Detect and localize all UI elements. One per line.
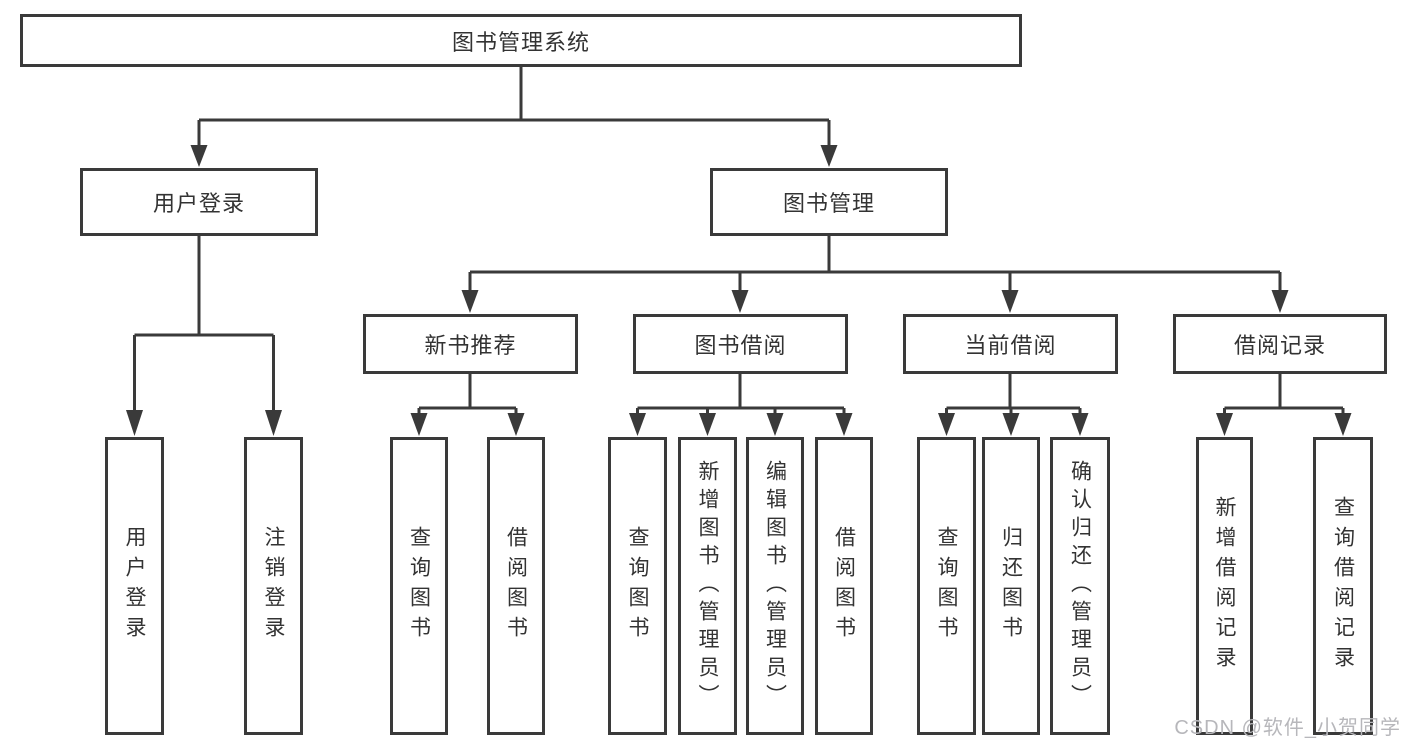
node-borrowing-records: 借阅记录 xyxy=(1173,314,1387,374)
node-label: 图书借阅 xyxy=(694,333,787,358)
leaf-label: 新增借阅记录 xyxy=(1213,496,1236,676)
node-label: 新书推荐 xyxy=(424,333,517,358)
node-label: 图书管理 xyxy=(782,191,875,216)
leaf-query-books-newbooks: 查询图书 xyxy=(390,437,448,735)
leaf-add-books-admin: 新增图书（管理员） xyxy=(678,437,737,735)
node-label: 用户登录 xyxy=(152,191,245,216)
leaf-label: 查询图书 xyxy=(407,526,431,646)
node-book-management: 图书管理 xyxy=(710,168,948,236)
node-library-management-system: 图书管理系统 xyxy=(20,14,1022,67)
leaf-label: 编辑图书（管理员） xyxy=(763,460,787,712)
leaf-user-login: 用户登录 xyxy=(105,437,164,735)
leaf-label: 借阅图书 xyxy=(832,526,856,646)
leaf-label: 查询借阅记录 xyxy=(1331,496,1355,676)
leaf-label: 注销登录 xyxy=(262,526,285,646)
leaf-label: 查询图书 xyxy=(626,526,649,646)
leaf-label: 确认归还（管理员） xyxy=(1068,460,1092,712)
node-book-borrowing: 图书借阅 xyxy=(633,314,848,374)
csdn-watermark: CSDN @软件_小贺同学 xyxy=(1174,717,1401,739)
leaf-borrow-books-borrowing: 借阅图书 xyxy=(815,437,873,735)
leaf-return-books: 归还图书 xyxy=(982,437,1040,735)
leaf-query-borrow-record: 查询借阅记录 xyxy=(1313,437,1373,735)
leaf-label: 用户登录 xyxy=(123,526,146,646)
node-user-login: 用户登录 xyxy=(80,168,318,236)
leaf-logout: 注销登录 xyxy=(244,437,303,735)
leaf-label: 归还图书 xyxy=(999,526,1023,646)
leaf-confirm-return-admin: 确认归还（管理员） xyxy=(1050,437,1110,735)
leaf-label: 新增图书（管理员） xyxy=(696,460,719,712)
leaf-query-books-borrowing: 查询图书 xyxy=(608,437,667,735)
node-new-book-recommend: 新书推荐 xyxy=(363,314,578,374)
leaf-add-borrow-record: 新增借阅记录 xyxy=(1196,437,1253,735)
node-label: 当前借阅 xyxy=(964,333,1057,358)
node-current-borrowing: 当前借阅 xyxy=(903,314,1118,374)
leaf-label: 查询图书 xyxy=(935,526,958,646)
leaf-edit-books-admin: 编辑图书（管理员） xyxy=(746,437,804,735)
node-label: 借阅记录 xyxy=(1233,333,1326,358)
leaf-label: 借阅图书 xyxy=(504,526,528,646)
leaf-borrow-books-newbooks: 借阅图书 xyxy=(487,437,545,735)
node-label: 图书管理系统 xyxy=(451,29,590,55)
leaf-query-books-current: 查询图书 xyxy=(917,437,976,735)
